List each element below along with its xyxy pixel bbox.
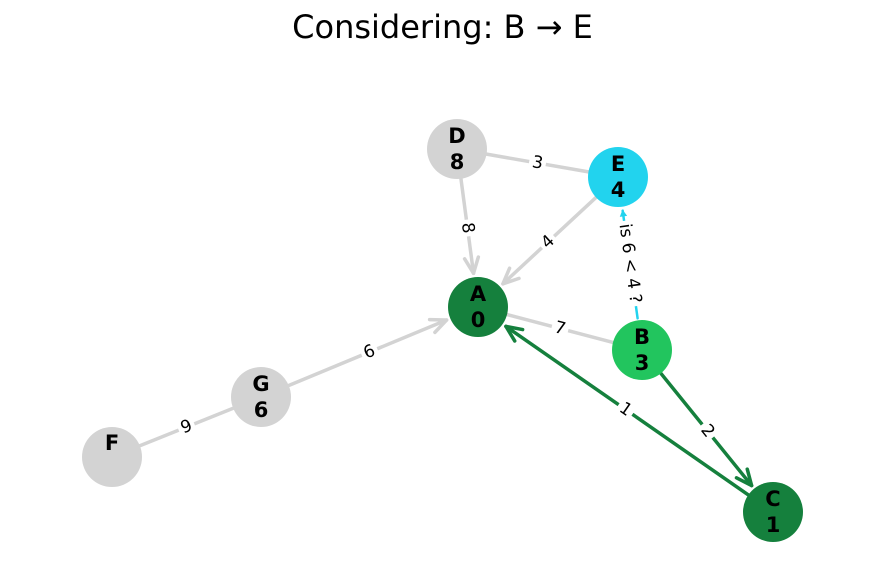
edge-arrowhead-D-A [462,255,481,276]
edge-label-background [612,395,639,424]
node-id-label: G [252,372,269,396]
edge-label-D-E: 3 [527,150,548,176]
node-circle-G [231,367,291,427]
edge-label-background [693,417,722,445]
edge-arrowhead-E-A [501,266,521,286]
node-distance-label: 0 [471,308,486,332]
node-E: E4 [588,147,648,207]
node-C: C1 [743,482,803,542]
node-id-label: E [611,152,625,176]
node-id-label: F [105,431,119,455]
node-circle-C [743,482,803,542]
node-F: F [82,427,142,487]
edges-layer [138,152,754,497]
node-id-label: A [470,282,487,306]
edge-label-C-A: 1 [612,395,639,424]
edge-weight-text: 8 [457,221,478,234]
edge-label-D-A: 8 [455,218,480,238]
edge-label-E-A: 4 [534,228,562,256]
edge-label-F-G: 9 [174,413,199,441]
edge-label-B-A: 7 [549,315,571,342]
edge-label-background [174,413,199,441]
node-id-label: B [634,325,650,349]
node-distance-label: 4 [611,178,626,202]
node-distance-label: 8 [450,150,465,174]
node-id-label: C [765,487,780,511]
node-circle-A [448,277,508,337]
node-circle-B [612,320,672,380]
node-distance-label: 3 [635,351,650,375]
node-id-label: D [448,124,465,148]
edge-weight-text: 3 [530,152,544,174]
node-circle-D [427,119,487,179]
node-circle-E [588,147,648,207]
edge-label-G-A: 6 [357,338,382,366]
edge-weight-text: 7 [552,317,568,339]
edge-label-background [357,338,382,366]
node-distance-label: 6 [254,398,269,422]
edge-arrowhead-G-A [427,317,449,335]
edge-label-background [455,218,480,238]
diagram-title: Considering: B → E [292,8,593,46]
edge-arrowhead-C-A [504,324,525,343]
node-distance-label: 1 [766,513,781,537]
node-D: D8 [427,119,487,179]
edge-label-background [549,315,571,342]
edge-label-background [527,150,548,176]
edge-arrowhead-B-E [619,209,628,217]
edge-arrowhead-B-C [734,467,754,488]
node-A: A0 [448,277,508,337]
node-G: G6 [231,367,291,427]
edge-label-background [534,228,562,256]
edge-label-B-E: is 6 < 4 ? [613,219,647,308]
node-circle-F [82,427,142,487]
edge-label-background [613,219,647,308]
node-B: B3 [612,320,672,380]
edge-label-B-C: 2 [693,417,722,445]
